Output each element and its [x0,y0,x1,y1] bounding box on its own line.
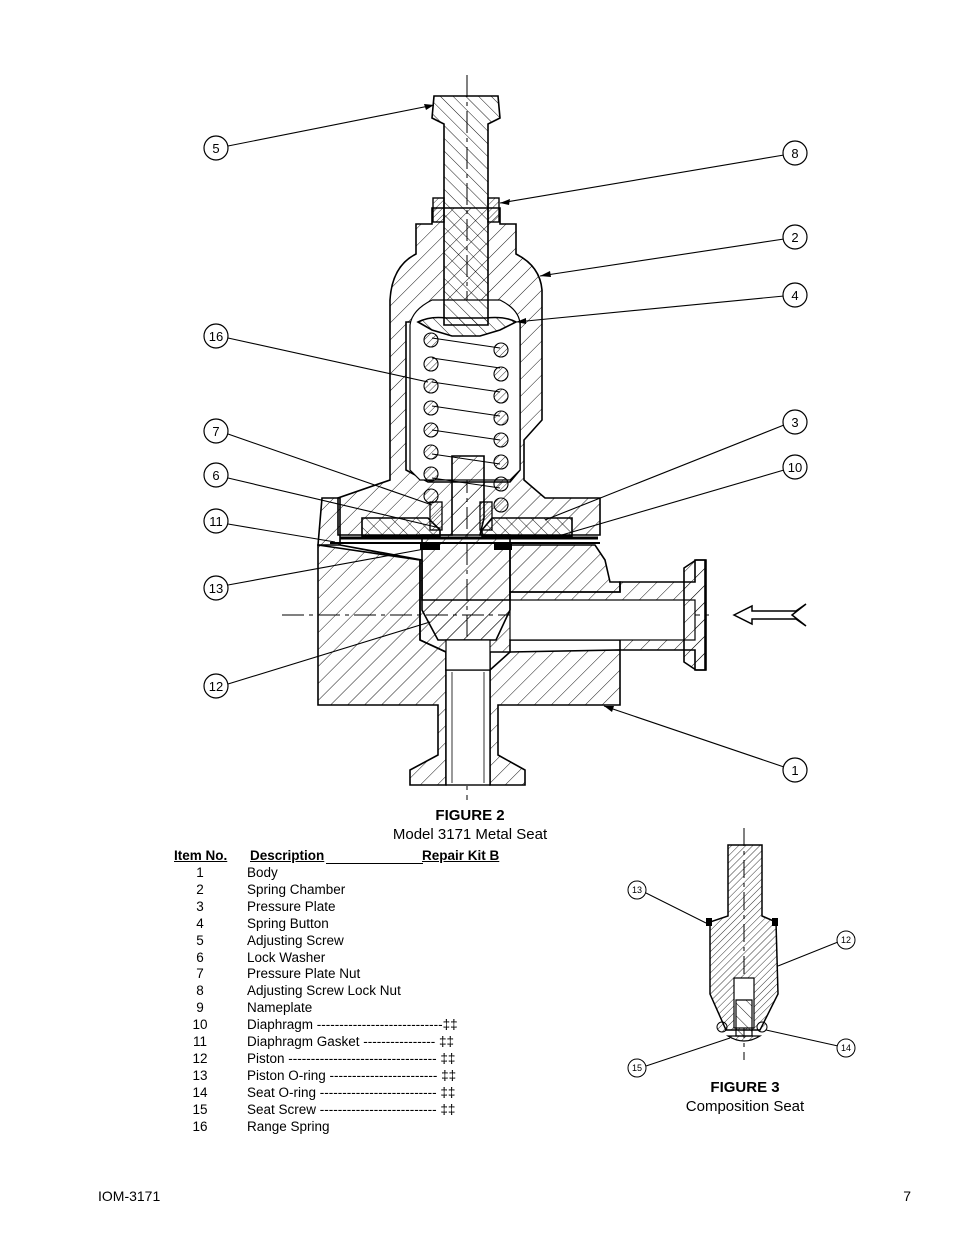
seat-oring-right [756,1021,768,1033]
callout-label: 2 [791,230,798,245]
callout-label: 5 [212,141,219,156]
callout-bubble [203,135,229,161]
callout-bubble [203,508,229,534]
header-underline-gap [326,848,423,864]
lock-nut-right [487,197,500,223]
callout-label: 11 [209,514,223,529]
item-description: Body [247,865,278,880]
seat-oring-left [716,1021,728,1033]
header-item-no: Item No. [174,848,228,863]
spring-button [416,316,518,337]
doc-id: IOM-3171 [98,1188,161,1204]
inlet-flange [683,559,707,671]
figure3-title: FIGURE 3 [710,1079,780,1096]
item-number: 14 [192,1084,208,1100]
item-number: 12 [192,1050,208,1066]
callout-bubble [782,757,808,783]
pressure-plate-nut-left [429,501,443,531]
callout-label: 8 [791,146,798,161]
callout-bubble [627,1058,647,1078]
callout-label: 13 [632,885,642,895]
callout-label: 14 [841,1043,851,1053]
header-description: Description [250,848,325,863]
item-description: Seat Screw -------------------------- ‡‡ [247,1101,456,1117]
callout-bubble [782,454,808,480]
item-description: Adjusting Screw [247,932,344,948]
item-description: Spring Button [247,915,329,931]
callout-bubble [782,282,808,308]
callout-label: 12 [841,935,851,945]
callout-label: 16 [209,329,223,344]
lock-nut-left [432,197,445,223]
leader-arrowheads [424,104,614,712]
item-number: 9 [196,1000,204,1016]
item-number: 15 [192,1101,208,1117]
item-number: 16 [192,1118,208,1134]
callout-label: 13 [209,581,223,596]
item-number: 8 [196,983,204,999]
pressure-plate-nut-right [479,501,493,531]
callout-label: 7 [212,424,219,439]
callout-bubble [203,323,229,349]
item-description: Lock Washer [247,949,326,965]
callout-bubble [836,1038,856,1058]
flow-arrow [732,603,807,627]
body-right-lower [489,649,621,786]
item-number: 2 [196,881,204,897]
callout-label: 12 [209,679,223,694]
piston-oring [420,544,440,550]
callout-label: 1 [791,763,798,778]
callout-label: 6 [212,468,219,483]
item-description: Pressure Plate Nut [247,966,361,982]
item-description: Piston O-ring ------------------------ ‡… [247,1067,457,1083]
callout-bubble [203,418,229,444]
item-number: 13 [192,1067,208,1083]
item-number: 4 [196,915,204,931]
leader-lines [227,104,785,768]
figure2-subtitle: Model 3171 Metal Seat [392,826,548,843]
item-number: 1 [196,865,204,880]
item-number: 11 [192,1034,207,1049]
item-description: Range Spring [247,1118,330,1134]
item-description: Piston ---------------------------------… [247,1050,456,1066]
callout-bubble [203,462,229,488]
item-description: Spring Chamber [247,881,346,897]
item-number: 3 [196,898,204,914]
item-description: Nameplate [247,1000,313,1016]
callout-bubble [782,409,808,435]
callout-bubble [782,140,808,166]
item-description: Diaphragm ----------------------------‡‡ [247,1017,458,1033]
pressure-plate [361,517,441,537]
item-description: Adjusting Screw Lock Nut [247,983,401,999]
range-spring [423,332,509,513]
body-top-right [509,544,621,593]
item-number: 7 [196,966,204,982]
callout-label: 4 [791,288,798,303]
callout-bubble [836,930,856,950]
item-number: 5 [196,932,204,948]
item-description: Seat O-ring -------------------------- ‡… [247,1084,456,1100]
callout-label: 3 [791,415,798,430]
header-repair-kit: Repair Kit B [422,848,500,863]
figure2-title: FIGURE 2 [435,807,505,824]
figure3-subtitle: Composition Seat [685,1098,805,1115]
callout-bubble [782,224,808,250]
callout-bubble [203,575,229,601]
page-number: 7 [903,1188,911,1204]
outlet-bore [445,669,491,786]
item-description: Pressure Plate [247,898,336,914]
callout-label: 15 [632,1063,642,1073]
body-lower [317,544,447,786]
callout-bubble [627,880,647,900]
seat-screw [735,999,753,1037]
figure3-caption: FIGURE 3 Composition Seat [645,1078,845,1116]
item-number: 6 [196,949,204,965]
item-number: 10 [192,1017,208,1033]
item-description: Diaphragm Gasket ---------------- ‡‡ [247,1034,454,1049]
callout-label: 10 [788,460,802,475]
figure2-caption: FIGURE 2 Model 3171 Metal Seat [340,806,600,844]
callout-bubble [203,673,229,699]
